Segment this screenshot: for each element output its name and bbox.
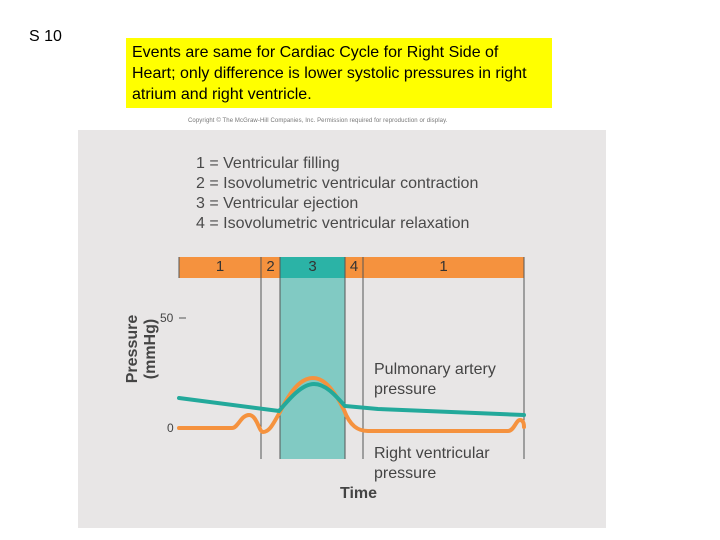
phase-legend: 1 = Ventricular filling 2 = Isovolumetri… <box>196 154 478 234</box>
legend-item: 1 = Ventricular filling <box>196 155 340 172</box>
phase-label: 1 <box>215 258 225 275</box>
legend-item: 4 = Isovolumetric ventricular relaxation <box>196 215 470 232</box>
legend-item: 3 = Ventricular ejection <box>196 195 359 212</box>
y-tick-50: 50 <box>160 311 174 325</box>
x-axis-label: Time <box>340 485 378 502</box>
slide-number: S 10 <box>29 28 62 45</box>
phase-label: 2 <box>266 258 275 275</box>
ejection-phase-bar <box>280 257 345 278</box>
copyright-notice: Copyright © The McGraw-Hill Companies, I… <box>188 118 448 124</box>
y-axis-ticks <box>179 317 186 429</box>
pulmonary-artery-label: Pulmonary artery pressure <box>374 361 496 398</box>
pressure-diagram <box>177 257 526 459</box>
phase-label: 3 <box>308 258 317 275</box>
phase-label: 1 <box>439 258 448 275</box>
ejection-region <box>280 257 345 459</box>
legend-item: 2 = Isovolumetric ventricular contractio… <box>196 175 479 192</box>
y-tick-0: 0 <box>167 421 174 435</box>
phase-bar <box>179 257 524 278</box>
y-axis-label: Pressure (mmHg) <box>124 314 159 384</box>
phase-label: 4 <box>349 258 359 275</box>
callout-note: Events are same for Cardiac Cycle for Ri… <box>126 38 552 108</box>
pulmonary-artery-pressure-curve <box>177 381 526 417</box>
right-ventricular-label: Right ventricular pressure <box>374 445 490 482</box>
right-ventricular-pressure-curve <box>177 375 526 435</box>
cardiac-cycle-figure: 1 = Ventricular filling 2 = Isovolumetri… <box>78 130 606 528</box>
